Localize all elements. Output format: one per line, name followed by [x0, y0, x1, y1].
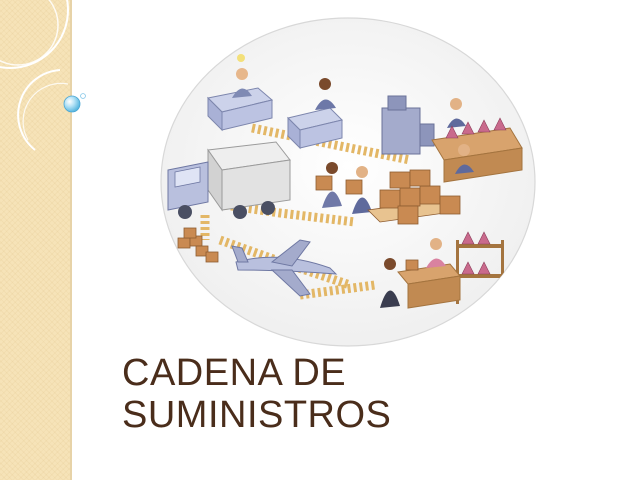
slide-title: CADENA DE SUMINISTROS	[122, 352, 391, 436]
airplane	[231, 239, 338, 297]
box-stack	[367, 169, 461, 225]
assembly-line	[431, 117, 523, 183]
office-desk-middle	[287, 78, 343, 150]
office-desk-left	[206, 54, 274, 132]
retail-counter	[380, 238, 461, 309]
storage-shelf	[456, 231, 504, 304]
workers-with-boxes	[315, 162, 372, 214]
factory-machine	[381, 95, 466, 155]
delivery-truck	[167, 141, 291, 219]
slide-title-line-1: CADENA DE	[122, 352, 347, 394]
box-cluster	[177, 227, 219, 263]
side-band-edge	[70, 0, 72, 480]
slide-title-line-2: SUMINISTROS	[122, 394, 392, 436]
